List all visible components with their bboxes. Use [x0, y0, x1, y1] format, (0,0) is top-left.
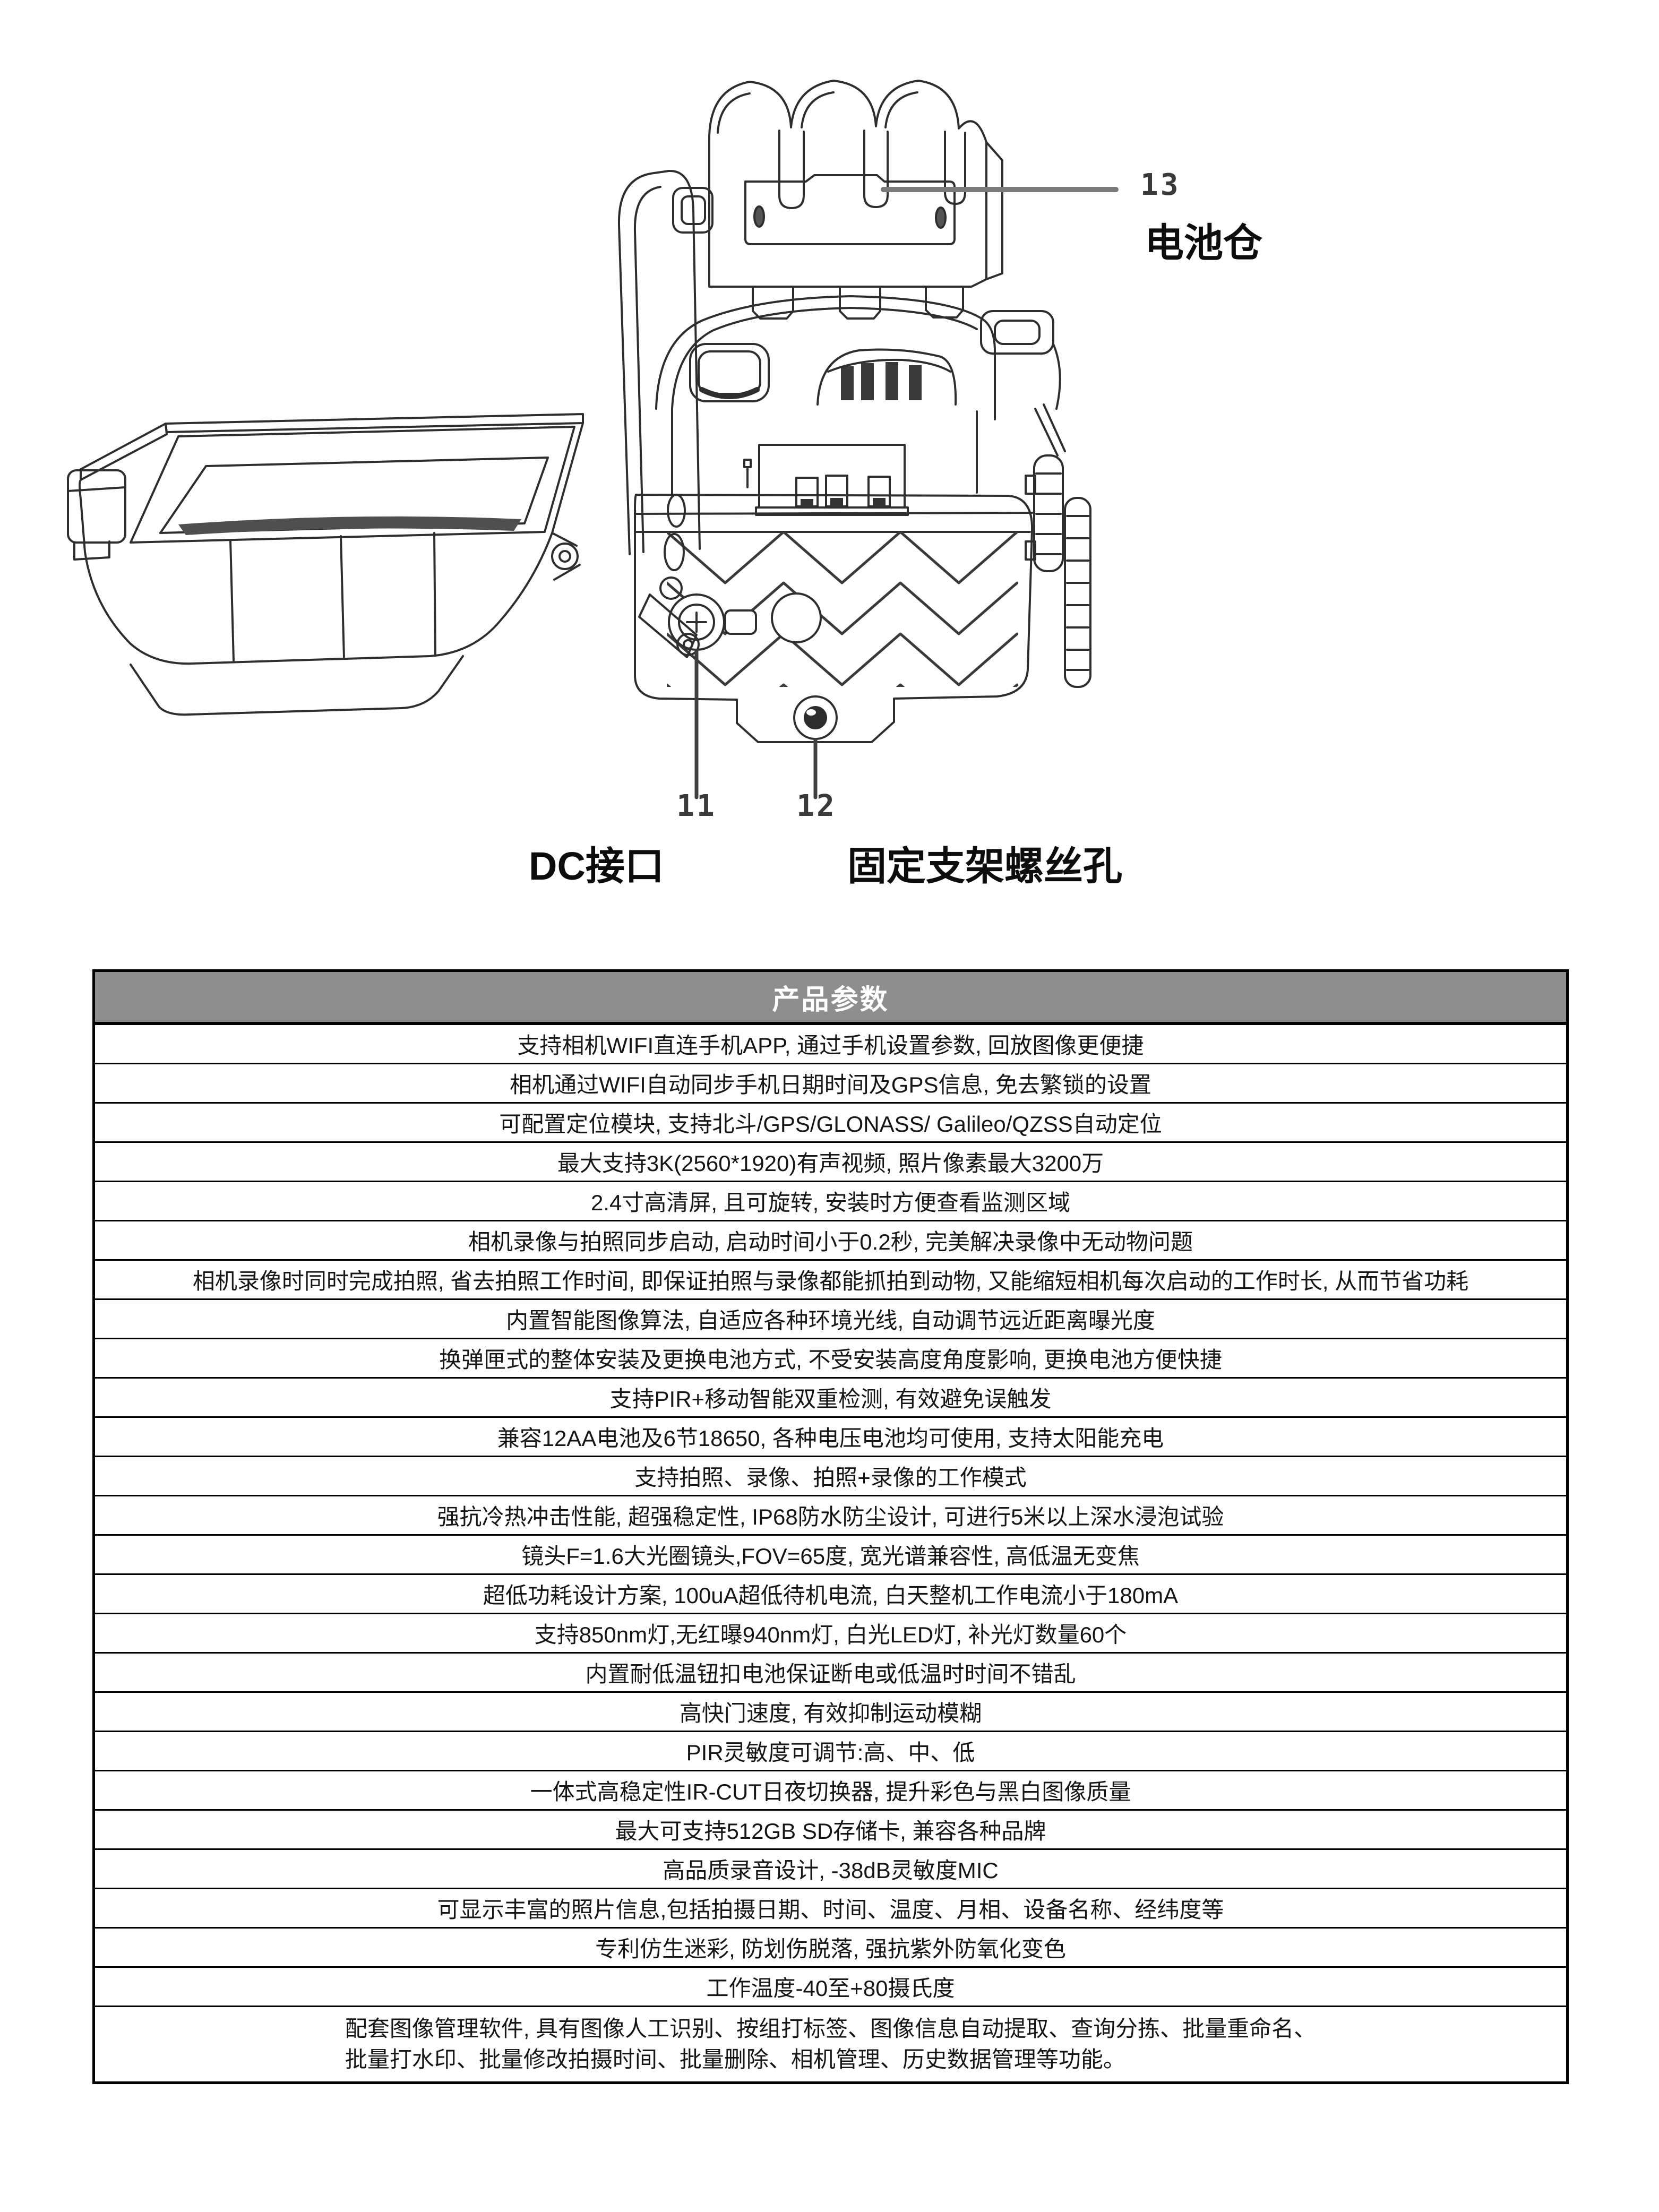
table-row: 强抗冷热冲击性能, 超强稳定性, IP68防水防尘设计, 可进行5米以上深水浸泡… — [95, 1496, 1566, 1536]
table-row: 最大可支持512GB SD存储卡, 兼容各种品牌 — [95, 1811, 1566, 1850]
spec-text: 相机通过WIFI自动同步手机日期时间及GPS信息, 免去繁锁的设置 — [510, 1072, 1151, 1097]
spec-text: 兼容12AA电池及6节18650, 各种电压电池均可使用, 支持太阳能充电 — [497, 1426, 1164, 1451]
table-row: PIR灵敏度可调节:高、中、低 — [95, 1732, 1566, 1771]
spec-text: 2.4寸高清屏, 且可旋转, 安装时方便查看监测区域 — [590, 1190, 1071, 1215]
spec-text: 最大支持3K(2560*1920)有声视频, 照片像素最大3200万 — [557, 1151, 1104, 1176]
battery-cartridge-drawing — [708, 80, 1003, 320]
table-row: 可配置定位模块, 支持北斗/GPS/GLONASS/ Galileo/QZSS自… — [95, 1104, 1566, 1143]
spec-text: 强抗冷热冲击性能, 超强稳定性, IP68防水防尘设计, 可进行5米以上深水浸泡… — [437, 1504, 1224, 1529]
spec-text: PIR灵敏度可调节:高、中、低 — [686, 1740, 975, 1765]
table-row: 超低功耗设计方案, 100uA超低待机电流, 白天整机工作电流小于180mA — [95, 1575, 1566, 1614]
spec-text: 内置智能图像算法, 自适应各种环境光线, 自动调节远近距离曝光度 — [506, 1308, 1155, 1333]
table-row: 支持相机WIFI直连手机APP, 通过手机设置参数, 回放图像更便捷 — [95, 1025, 1566, 1064]
spec-text: 支持拍照、录像、拍照+录像的工作模式 — [634, 1465, 1027, 1490]
spec-text: 可配置定位模块, 支持北斗/GPS/GLONASS/ Galileo/QZSS自… — [499, 1112, 1162, 1137]
table-row: 高品质录音设计, -38dB灵敏度MIC — [95, 1850, 1566, 1889]
table-row: 可显示丰富的照片信息,包括拍摄日期、时间、温度、月相、设备名称、经纬度等 — [95, 1889, 1566, 1929]
spec-table: 产品参数 支持相机WIFI直连手机APP, 通过手机设置参数, 回放图像更便捷相… — [92, 969, 1569, 2084]
table-row: 一体式高稳定性IR-CUT日夜切换器, 提升彩色与黑白图像质量 — [95, 1771, 1566, 1811]
callout-12-label: 固定支架螺丝孔 — [847, 844, 1122, 888]
table-rows: 支持相机WIFI直连手机APP, 通过手机设置参数, 回放图像更便捷相机通过WI… — [95, 1025, 1566, 2007]
spec-text: 镜头F=1.6大光圈镜头,FOV=65度, 宽光谱兼容性, 高低温无变焦 — [521, 1544, 1140, 1569]
table-row: 内置耐低温钮扣电池保证断电或低温时时间不错乱 — [95, 1654, 1566, 1693]
table-row: 最大支持3K(2560*1920)有声视频, 照片像素最大3200万 — [95, 1143, 1566, 1182]
table-row: 相机录像时同时完成拍照, 省去拍照工作时间, 即保证拍照与录像都能抓拍到动物, … — [95, 1261, 1566, 1300]
flip-screen-drawing — [617, 169, 714, 658]
spec-text: 可显示丰富的照片信息,包括拍摄日期、时间、温度、月相、设备名称、经纬度等 — [437, 1897, 1224, 1922]
callout-13-number: 13 — [1140, 168, 1181, 202]
table-row: 兼容12AA电池及6节18650, 各种电压电池均可使用, 支持太阳能充电 — [95, 1418, 1566, 1457]
spec-text: 超低功耗设计方案, 100uA超低待机电流, 白天整机工作电流小于180mA — [483, 1583, 1179, 1608]
table-row: 换弹匣式的整体安装及更换电池方式, 不受安装高度角度影响, 更换电池方便快捷 — [95, 1339, 1566, 1379]
table-row: 2.4寸高清屏, 且可旋转, 安装时方便查看监测区域 — [95, 1182, 1566, 1221]
spec-text: 专利仿生迷彩, 防划伤脱落, 强抗紫外防氧化变色 — [595, 1936, 1066, 1961]
callout-11-label: DC接口 — [529, 844, 664, 888]
table-row: 支持850nm灯,无红曝940nm灯, 白光LED灯, 补光灯数量60个 — [95, 1614, 1566, 1654]
table-row: 内置智能图像算法, 自适应各种环境光线, 自动调节远近距离曝光度 — [95, 1300, 1566, 1339]
spec-text: 相机录像时同时完成拍照, 省去拍照工作时间, 即保证拍照与录像都能抓拍到动物, … — [192, 1269, 1469, 1294]
camera-body-drawing — [634, 295, 1061, 743]
spec-text: 内置耐低温钮扣电池保证断电或低温时时间不错乱 — [585, 1662, 1076, 1686]
table-row: 专利仿生迷彩, 防划伤脱落, 强抗紫外防氧化变色 — [95, 1929, 1566, 1968]
spec-text: 最大可支持512GB SD存储卡, 兼容各种品牌 — [615, 1819, 1046, 1844]
table-row: 支持拍照、录像、拍照+录像的工作模式 — [95, 1457, 1566, 1496]
table-row: 相机通过WIFI自动同步手机日期时间及GPS信息, 免去繁锁的设置 — [95, 1064, 1566, 1104]
side-latch-drawing — [1025, 403, 1091, 688]
table-row: 高快门速度, 有效抑制运动模糊 — [95, 1693, 1566, 1732]
spec-text: 相机录像与拍照同步启动, 启动时间小于0.2秒, 完美解决录像中无动物问题 — [468, 1229, 1193, 1254]
spec-text: 换弹匣式的整体安装及更换电池方式, 不受安装高度角度影响, 更换电池方便快捷 — [439, 1347, 1222, 1372]
spec-text-line2: 批量打水印、批量修改拍摄时间、批量删除、相机管理、历史数据管理等功能。 — [345, 2047, 1125, 2072]
spec-text: 一体式高稳定性IR-CUT日夜切换器, 提升彩色与黑白图像质量 — [530, 1779, 1131, 1804]
spec-text: 支持PIR+移动智能双重检测, 有效避免误触发 — [609, 1387, 1052, 1411]
table-row-software: 配套图像管理软件, 具有图像人工识别、按组打标签、图像信息自动提取、查询分拣、批… — [95, 2007, 1566, 2081]
spec-table-header: 产品参数 — [95, 972, 1566, 1025]
callout-11-number: 11 — [676, 789, 717, 823]
table-row: 相机录像与拍照同步启动, 启动时间小于0.2秒, 完美解决录像中无动物问题 — [95, 1221, 1566, 1261]
callout-13-label: 电池仓 — [1145, 221, 1262, 265]
spec-text: 高品质录音设计, -38dB灵敏度MIC — [663, 1858, 999, 1883]
spec-text-line1: 配套图像管理软件, 具有图像人工识别、按组打标签、图像信息自动提取、查询分拣、批… — [345, 2016, 1317, 2041]
spec-text: 高快门速度, 有效抑制运动模糊 — [679, 1701, 982, 1726]
table-row: 工作温度-40至+80摄氏度 — [95, 1968, 1566, 2007]
callout-12-number: 12 — [796, 789, 837, 823]
spec-text: 工作温度-40至+80摄氏度 — [706, 1976, 955, 2001]
table-row: 支持PIR+移动智能双重检测, 有效避免误触发 — [95, 1379, 1566, 1418]
spec-text: 支持相机WIFI直连手机APP, 通过手机设置参数, 回放图像更便捷 — [517, 1033, 1144, 1058]
device-diagram — [67, 80, 1119, 799]
lid-tray-drawing — [67, 413, 584, 716]
table-row: 镜头F=1.6大光圈镜头,FOV=65度, 宽光谱兼容性, 高低温无变焦 — [95, 1536, 1566, 1575]
spec-text: 支持850nm灯,无红曝940nm灯, 白光LED灯, 补光灯数量60个 — [534, 1622, 1127, 1647]
